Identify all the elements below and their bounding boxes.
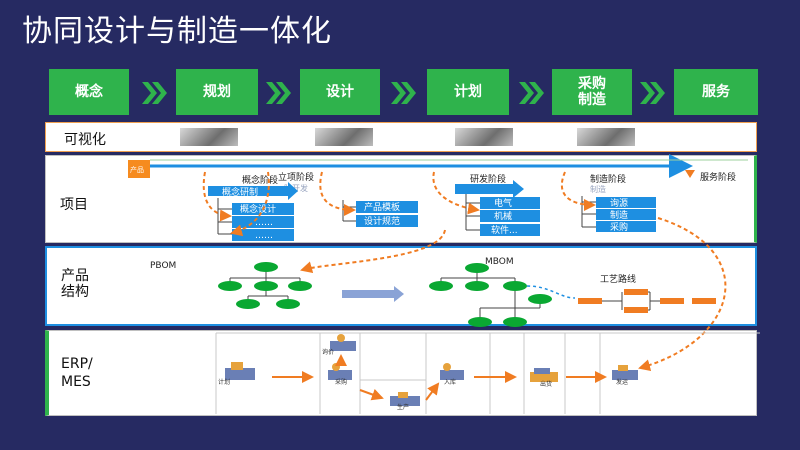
inquiry-icon: [330, 334, 356, 351]
software-label: 软件...: [491, 224, 518, 236]
product-tag: [128, 160, 150, 178]
design-spec-box: [356, 215, 418, 227]
mbom-tree: [429, 263, 552, 327]
production-icon: [390, 392, 420, 406]
phase-approval: 立项阶段: [278, 171, 314, 183]
flow-arrow: [560, 171, 596, 211]
stage-service: 服务: [674, 69, 758, 115]
chevron-right-icon: [519, 82, 544, 104]
plan-icon: [225, 362, 255, 380]
erp-label-shipping: 出货: [540, 380, 552, 388]
concept-design-label: 概念设计: [240, 203, 276, 215]
shipping-icon: [530, 368, 558, 382]
erp-flow-arrows: [272, 354, 607, 401]
flow-arrow: [432, 171, 480, 215]
sourcing-label: 询源: [610, 197, 628, 209]
flow-arrow: [319, 171, 356, 216]
purchasing-box: [596, 221, 656, 232]
stage-purchase-manufacture: 采购 制造: [552, 69, 632, 115]
mbom-label: MBOM: [485, 257, 514, 267]
chevron-right-icon: [391, 82, 416, 104]
concept-research: 概念研制: [222, 186, 258, 198]
erp-label-purchase: 采购: [335, 378, 347, 386]
erp-label-production: 生产: [397, 403, 409, 411]
concept-arrow-box: [208, 186, 288, 196]
pbom-tree: [218, 262, 312, 309]
product-template-box: [356, 201, 418, 213]
sourcing-box: [596, 197, 656, 208]
phase-mfg: 制造阶段: [590, 173, 626, 185]
stage-design: 设计: [300, 69, 380, 115]
erp-label-plan: 计划: [218, 378, 230, 386]
route-label: 工艺路线: [600, 273, 636, 285]
chevron-right-icon: [142, 82, 167, 104]
route-diagram: [578, 289, 716, 313]
stage-label: 规划: [203, 84, 231, 100]
product-tag-label: 产品: [130, 165, 144, 174]
mechanical-box: [480, 210, 540, 222]
car-render-image: [577, 128, 635, 146]
phase-service: 服务阶段: [700, 171, 736, 183]
stage-concept: 概念: [49, 69, 129, 115]
phase-faded-mfg: 制造: [590, 184, 606, 194]
erp-row-label: ERP/ MES: [61, 356, 93, 390]
electrical-box: [480, 197, 540, 209]
software-box: [480, 224, 540, 236]
flow-arrow: [638, 217, 727, 372]
stage-label: 采购 制造: [578, 76, 606, 108]
page-title: 协同设计与制造一体化: [22, 14, 332, 49]
phase-faded-dev: 阶开发: [284, 183, 308, 193]
erp-grid: [215, 332, 760, 414]
stage-label: 概念: [75, 84, 103, 100]
electrical-label: 电气: [494, 197, 512, 209]
concept-ellipsis-box-1: [232, 216, 294, 228]
concept-render-image: [180, 128, 238, 146]
erp-label-warehouse: 入库: [444, 378, 456, 386]
design-spec-label: 设计规范: [364, 215, 400, 227]
manufacturing-box: [596, 209, 656, 220]
phase-concept: 概念阶段: [242, 174, 278, 186]
purchasing-label: 采购: [610, 221, 628, 233]
visual-row: 可视化: [45, 122, 757, 152]
concept-ellipsis-box-2: [232, 229, 294, 241]
stage-label: 设计: [326, 84, 354, 100]
phase-rd: 研发阶段: [470, 173, 506, 185]
project-row-label: 项目: [60, 197, 88, 213]
mechanical-label: 机械: [494, 210, 512, 222]
product-template-label: 产品模板: [364, 201, 400, 213]
service-marker-icon: [685, 170, 695, 178]
delivery-icon: [612, 365, 638, 380]
stage-label: 计划: [454, 84, 482, 100]
purchase-icon: [328, 363, 352, 380]
chevron-right-icon: [266, 82, 291, 104]
planning-render-image: [455, 128, 513, 146]
rd-arrow-box: [455, 184, 513, 194]
design-render-image: [315, 128, 373, 146]
chevron-right-icon: [640, 82, 665, 104]
transform-arrow: [342, 290, 394, 298]
manufacturing-label: 制造: [610, 209, 628, 221]
flow-arrow: [202, 171, 232, 222]
flow-arrow: [300, 229, 446, 274]
concept-ellipsis-1: ……: [255, 218, 273, 228]
structure-row-label: 产品 结构: [61, 268, 89, 300]
stage-plan: 计划: [427, 69, 509, 115]
pbom-label: PBOM: [150, 261, 176, 271]
stage-planning: 规划: [176, 69, 258, 115]
flow-arrow: [230, 171, 270, 237]
stage-label: 服务: [702, 84, 730, 100]
concept-ellipsis-2: ……: [255, 231, 273, 241]
warehouse-icon: [440, 363, 464, 380]
erp-label-inquiry: 询价: [322, 348, 334, 356]
visual-row-label: 可视化: [64, 132, 106, 148]
erp-label-delivery: 发运: [616, 378, 628, 386]
